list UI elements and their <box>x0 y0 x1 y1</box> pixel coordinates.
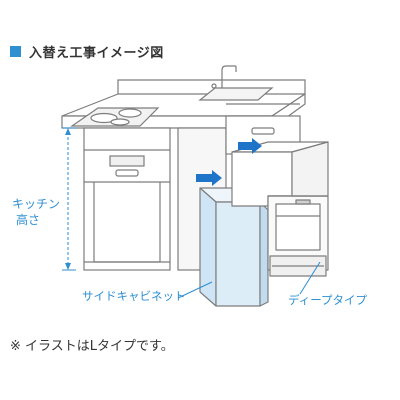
arrow-icon-panel <box>196 170 222 186</box>
sink <box>198 65 274 101</box>
footnote: ※ イラストはLタイプです。 <box>10 339 174 354</box>
dishwasher-unit <box>231 141 329 277</box>
arrow-icon-unit <box>238 138 262 154</box>
diagram-header: 入替え工事イメージ図 <box>10 42 164 61</box>
side-cabinet-leader <box>177 281 213 299</box>
header-marker <box>10 46 21 57</box>
kitchen-height-label-line1: キッチン <box>12 197 60 211</box>
side-cabinet-panel <box>199 187 269 307</box>
insert-arrows <box>196 138 262 186</box>
diagram-title: 入替え工事イメージ図 <box>29 46 164 61</box>
backsplash <box>117 79 306 94</box>
cooktop <box>70 107 160 127</box>
deep-type-label: ディープタイプ <box>288 293 368 307</box>
left-cabinet <box>83 127 171 271</box>
deep-type-leader <box>299 261 321 295</box>
kitchen-height-dimension <box>62 127 76 271</box>
side-cabinet-label: サイドキャビネット <box>82 289 186 303</box>
kitchen-height-label-line2: 高さ <box>16 212 40 227</box>
